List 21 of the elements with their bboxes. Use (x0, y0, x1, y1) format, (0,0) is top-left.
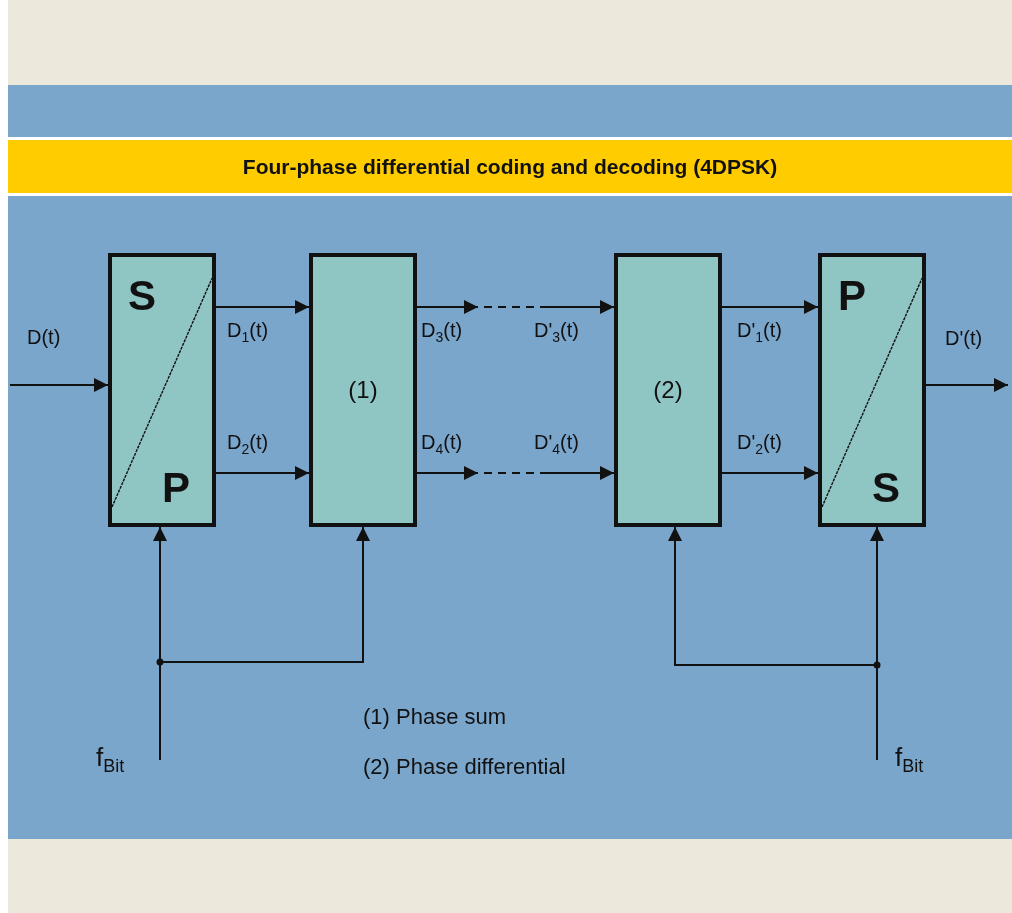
dashed-arrow (416, 466, 615, 480)
arrow (9, 378, 109, 392)
arrow (721, 466, 819, 480)
title-bar: Four-phase differential coding and decoding (4DPSK) (8, 140, 1012, 193)
block-label: (2) (653, 376, 683, 404)
arrow (870, 526, 884, 761)
process-box (309, 253, 417, 527)
block-label: (1) (348, 376, 378, 404)
arrow (215, 466, 310, 480)
arrow (925, 378, 1009, 392)
process-box (614, 253, 722, 527)
clock-label: f$_{Bit}$ (95, 742, 125, 778)
clock-label: f$_{Bit}$ (894, 742, 924, 778)
block-letter: S (128, 275, 156, 317)
arrow (159, 526, 370, 761)
arrow (721, 300, 819, 314)
dashed-arrow (416, 300, 615, 314)
arrow (215, 300, 310, 314)
block-letter: P (162, 467, 190, 509)
block-letter: P (838, 275, 866, 317)
block-letter: S (872, 467, 900, 509)
